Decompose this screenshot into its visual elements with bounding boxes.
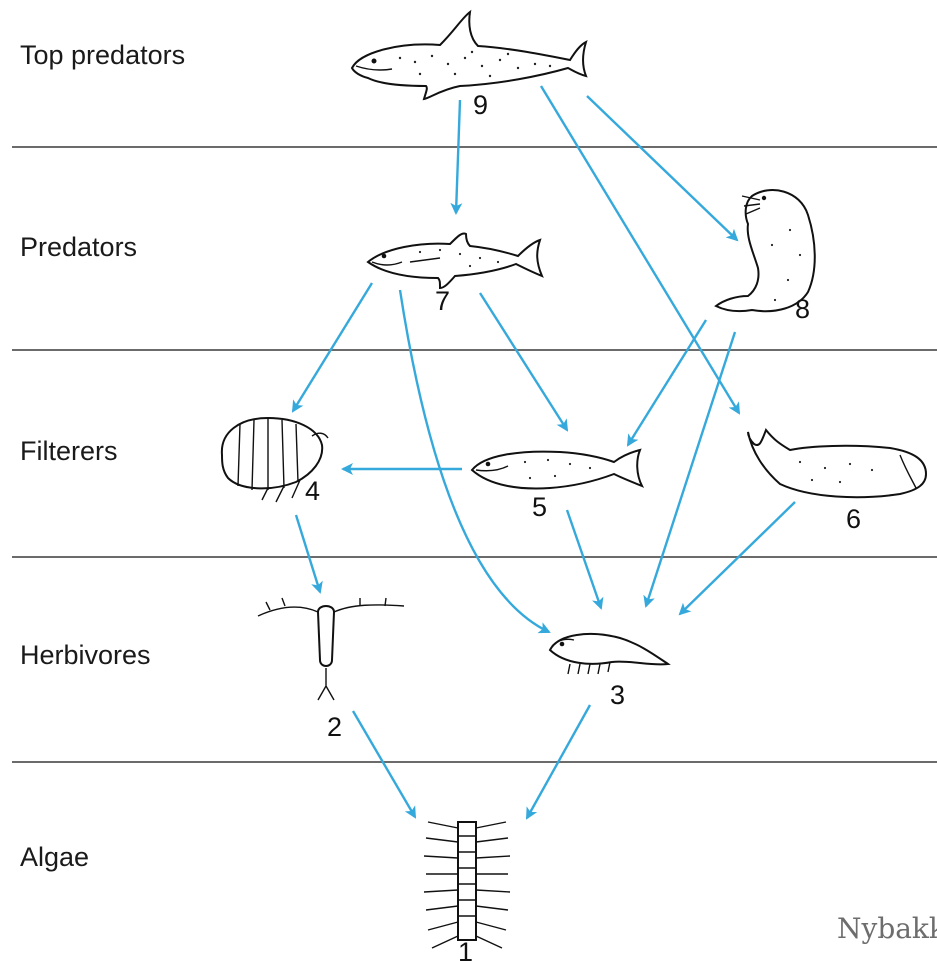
organism-number-7: 7 bbox=[435, 286, 450, 316]
organism-number-9: 9 bbox=[473, 90, 488, 120]
herring-icon bbox=[472, 450, 642, 488]
mackerel-icon bbox=[368, 233, 542, 288]
baleen-whale-icon bbox=[748, 430, 926, 497]
krill-icon bbox=[550, 634, 668, 674]
copepod-icon bbox=[258, 598, 404, 700]
level-label-filterers: Filterers bbox=[20, 436, 118, 466]
arrow-9-to-7 bbox=[456, 100, 460, 213]
arrow-5-to-3 bbox=[567, 510, 601, 608]
arrow-9-to-6 bbox=[541, 86, 739, 413]
arrow-2-to-1 bbox=[353, 711, 415, 817]
level-label-herbivores: Herbivores bbox=[20, 640, 151, 670]
organism-number-5: 5 bbox=[532, 492, 547, 522]
organism-number-3: 3 bbox=[610, 680, 625, 710]
arrow-7-to-5 bbox=[480, 293, 567, 430]
source-credit: Nybakken bbox=[837, 912, 937, 945]
organism-number-8: 8 bbox=[795, 294, 810, 324]
organism-number-6: 6 bbox=[846, 504, 861, 534]
level-label-algae: Algae bbox=[20, 842, 89, 872]
killer-whale-icon bbox=[352, 12, 586, 99]
arrow-8-to-3 bbox=[646, 332, 735, 606]
organism-number-1: 1 bbox=[458, 937, 473, 961]
organism-number-2: 2 bbox=[327, 712, 342, 742]
arrow-8-to-5 bbox=[628, 320, 706, 445]
diatom-chain-icon bbox=[424, 822, 510, 948]
level-label-predators: Predators bbox=[20, 232, 137, 262]
organism-number-4: 4 bbox=[305, 476, 320, 506]
arrow-7-to-4 bbox=[293, 283, 372, 411]
arrow-4-to-2 bbox=[296, 515, 320, 592]
level-labels: Top predators Predators Filterers Herbiv… bbox=[20, 40, 185, 872]
level-label-top-predators: Top predators bbox=[20, 40, 185, 70]
arrow-9-to-8 bbox=[587, 96, 737, 240]
